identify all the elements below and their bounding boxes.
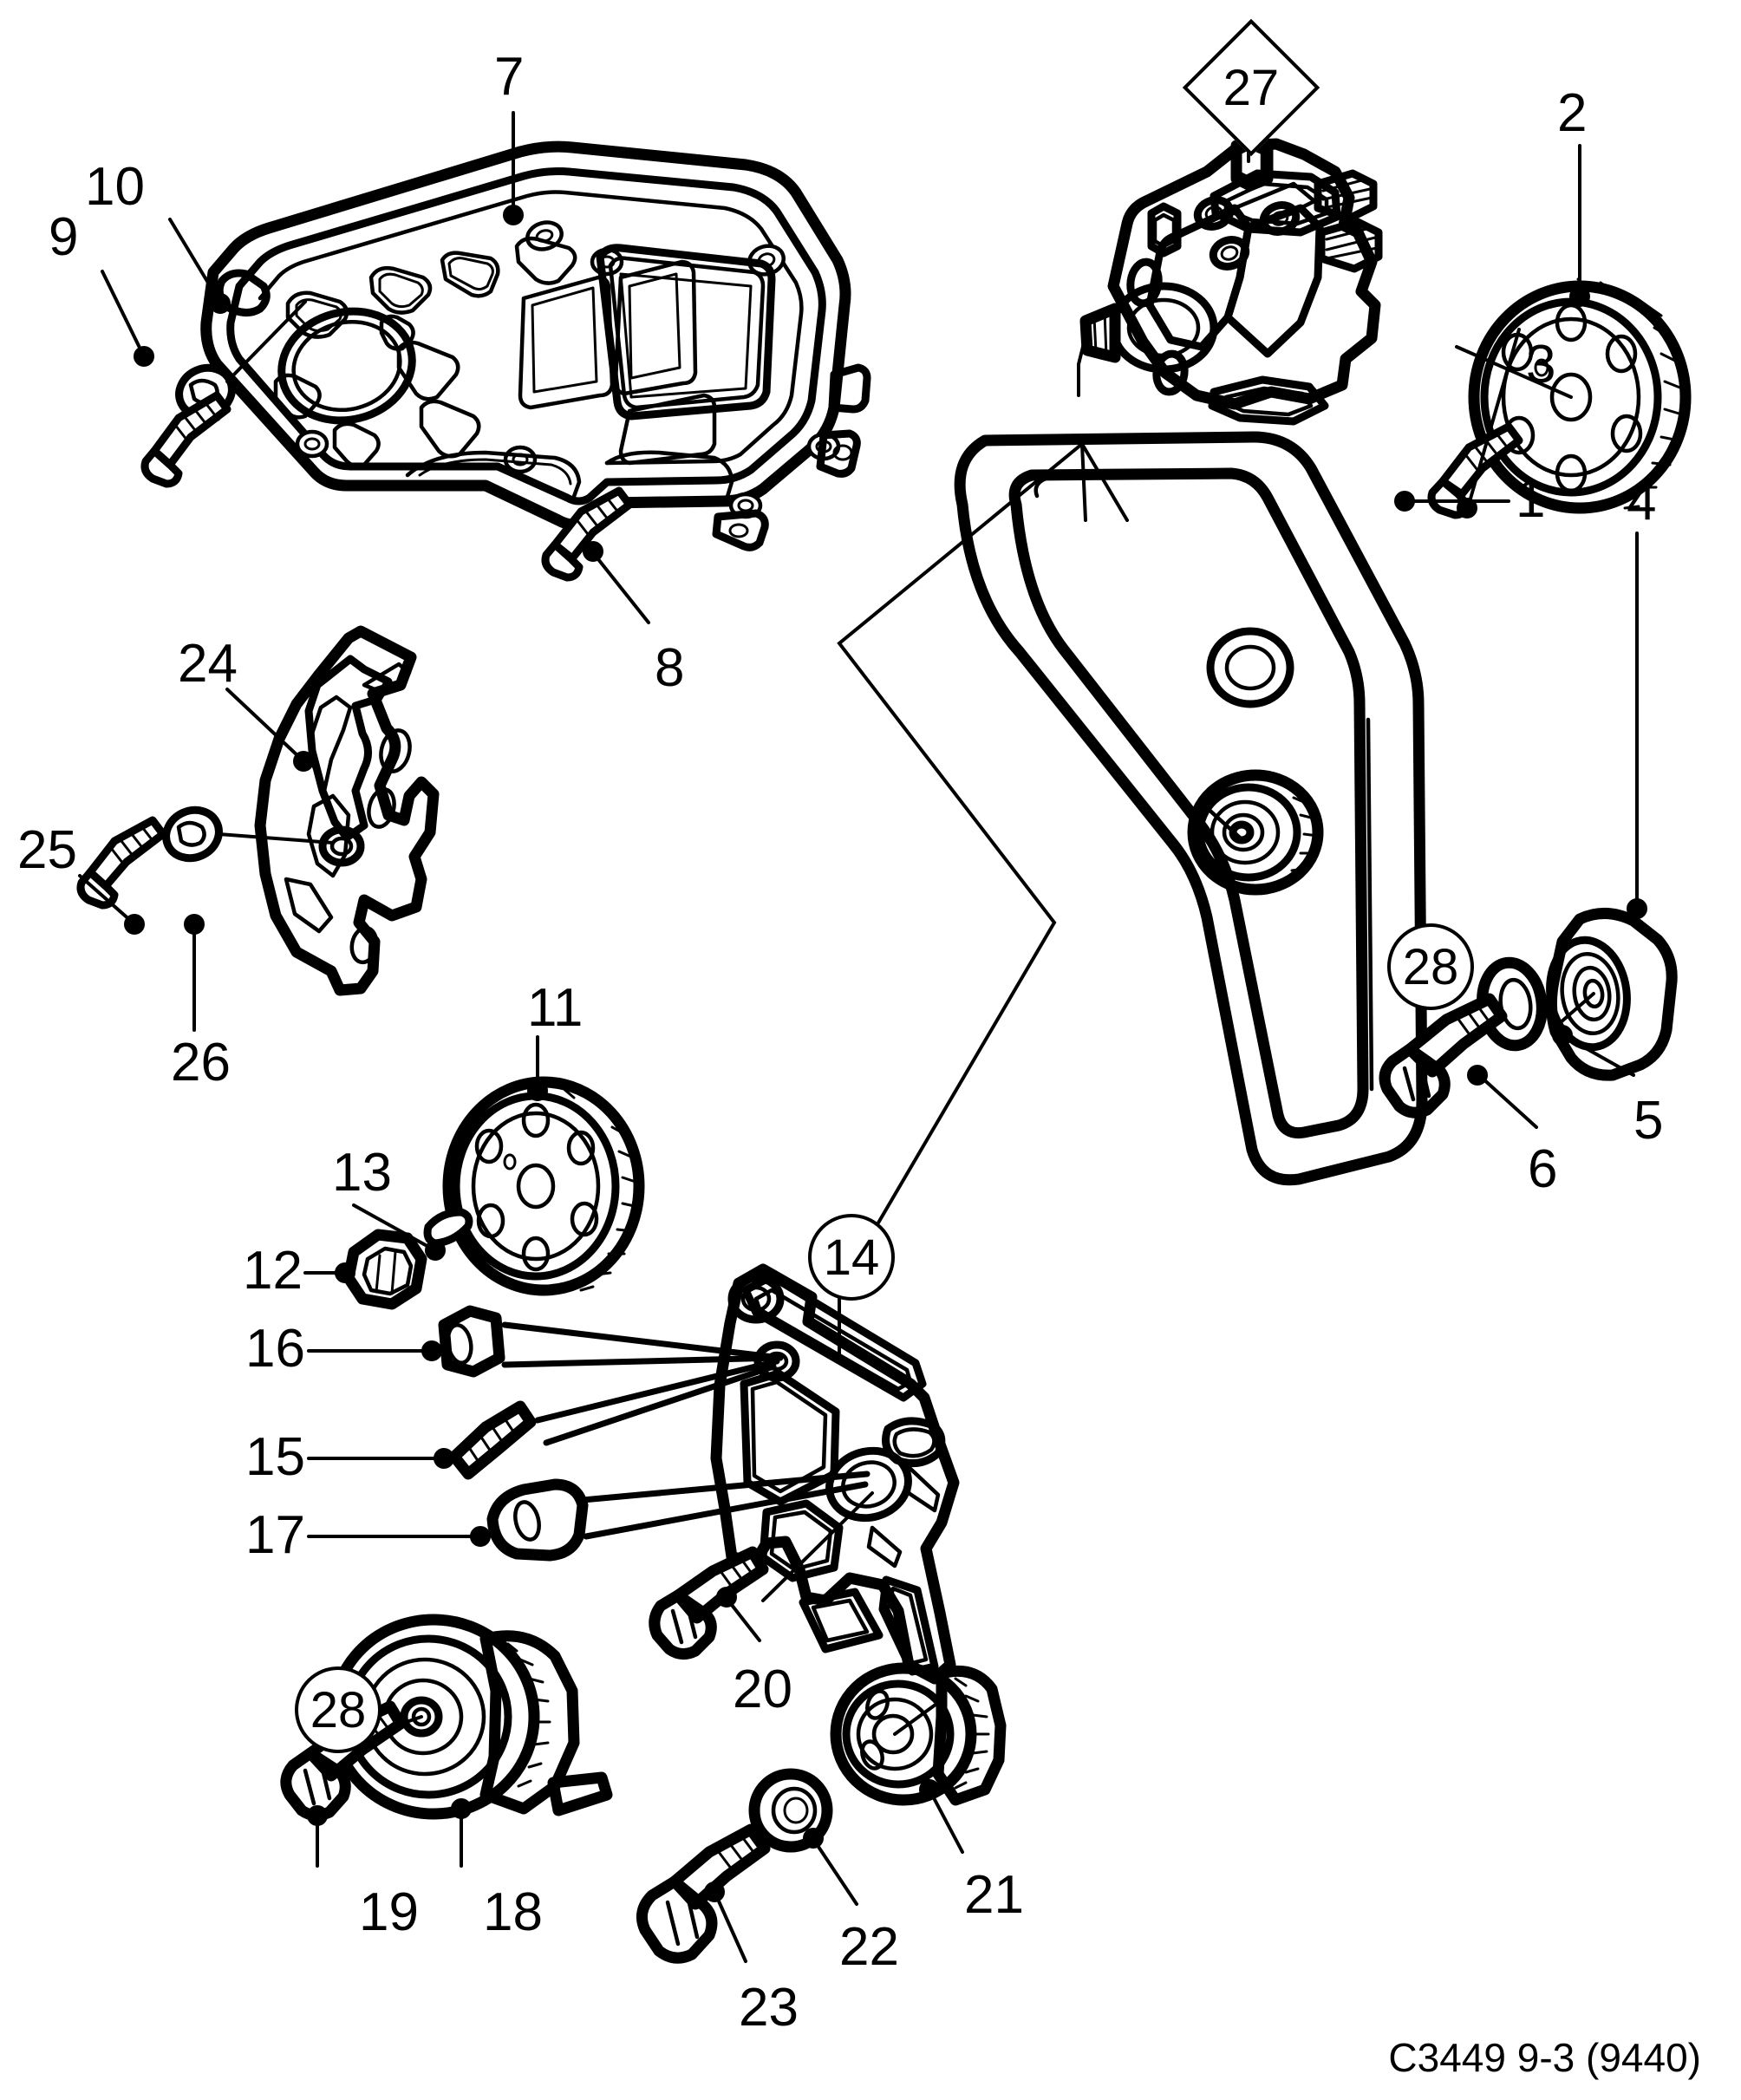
- part-16-bracket-bush: [438, 1305, 505, 1378]
- part-11-camshaft-sprocket: [442, 1076, 645, 1296]
- belt-tensioner-roller: [1187, 769, 1324, 896]
- callout-number-8: 8: [655, 638, 685, 698]
- callout-number-28b: 28: [310, 1681, 367, 1738]
- part-22-crank-sprocket-washer: [748, 1768, 833, 1853]
- leader-lines: [78, 111, 1647, 1963]
- callout-number-5: 5: [1633, 1091, 1664, 1151]
- callout-number-12: 12: [243, 1241, 303, 1301]
- callout-number-20: 20: [733, 1660, 792, 1719]
- callout-number-22: 22: [839, 1917, 899, 1977]
- part-8-timing-cover-bolt: [541, 486, 634, 582]
- callout-number-6: 6: [1528, 1139, 1558, 1199]
- callout-number-19: 19: [359, 1882, 419, 1942]
- callout-number-24: 24: [178, 634, 238, 694]
- part-12-sprocket-nut: [342, 1229, 427, 1310]
- callout-number-11: 11: [527, 978, 584, 1038]
- part-20-bracket-bolt: [649, 1546, 769, 1660]
- part-1-timing-belt: [954, 431, 1428, 1186]
- part-23-crank-sprocket-bolt: [636, 1823, 771, 1964]
- callout-ring-28a: 28: [1387, 923, 1474, 1010]
- part-7-timing-belt-cover: [200, 140, 871, 551]
- callout-number-9: 9: [49, 207, 79, 267]
- callout-number-2: 2: [1557, 83, 1588, 143]
- callout-number-26: 26: [171, 1033, 231, 1092]
- callout-number-23: 23: [739, 1978, 799, 2038]
- part-9-cover-screw: [140, 391, 231, 488]
- part-6-idler-bolt: [1379, 993, 1508, 1118]
- drawing-caption: C3449 9-3 (9440): [1388, 2035, 1701, 2080]
- callout-number-10: 10: [85, 157, 145, 217]
- cover-rib-detail: [273, 236, 776, 504]
- part-24-rear-cover-bracket: [254, 625, 440, 996]
- callout-number-25: 25: [17, 820, 77, 880]
- callout-number-17: 17: [245, 1505, 305, 1565]
- callout-number-13: 13: [332, 1143, 392, 1203]
- callout-number-4: 4: [1627, 472, 1657, 532]
- callout-ring-28b: 28: [295, 1666, 381, 1753]
- callout-number-3: 3: [1526, 335, 1556, 395]
- part-25-bracket-screw: [76, 816, 167, 910]
- part-21-crankshaft-sprocket: [830, 1662, 1007, 1806]
- part-17-bracket-dowel: [486, 1478, 589, 1562]
- part-4-idler-pulley: [1545, 907, 1678, 1081]
- belt-upper-idler: [1206, 627, 1294, 708]
- callout-number-28a: 28: [1402, 938, 1459, 995]
- callout-number-15: 15: [245, 1427, 305, 1487]
- callout-number-27: 27: [1223, 59, 1280, 116]
- callout-number-16: 16: [245, 1319, 305, 1379]
- callout-number-14: 14: [823, 1229, 880, 1286]
- callout-ring-14: 14: [808, 1214, 895, 1301]
- callout-number-1: 1: [1516, 469, 1546, 529]
- callout-number-21: 21: [964, 1865, 1024, 1925]
- callout-number-18: 18: [483, 1882, 543, 1942]
- part-27-high-pressure-fuel-pump: [1077, 133, 1383, 426]
- callout-number-7: 7: [494, 47, 525, 107]
- part-13-woodruff-key: [423, 1208, 473, 1248]
- part-15-bracket-stud: [448, 1400, 537, 1480]
- part-26-bracket-washer: [162, 805, 223, 863]
